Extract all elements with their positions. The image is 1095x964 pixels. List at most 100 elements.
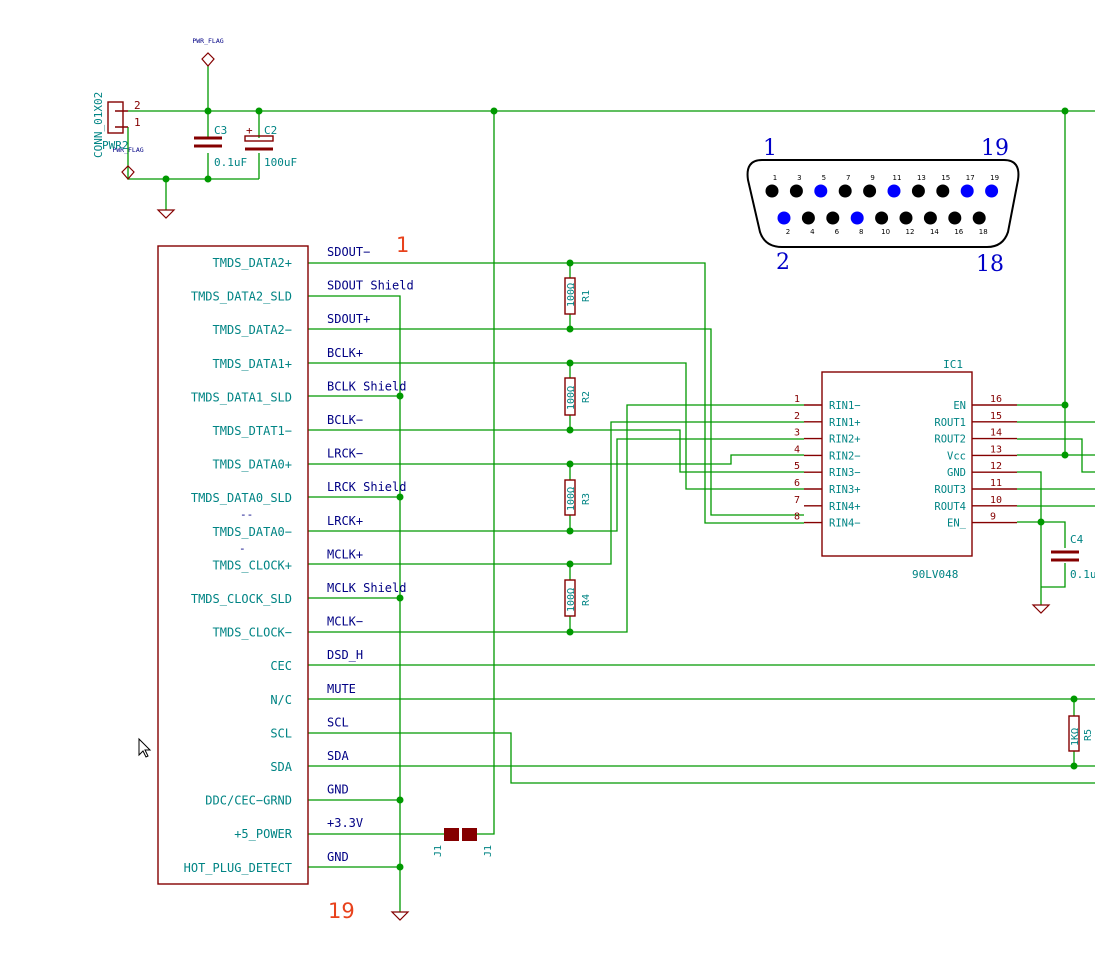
ic1-body [821, 371, 973, 557]
db-pin-dot [789, 184, 803, 198]
hdmi-pin-name: TMDS_CLOCK_SLD [191, 592, 292, 606]
net-sdout-neg-wire [308, 262, 804, 524]
db-pin-number: 2 [786, 228, 790, 236]
ic1-ref: IC1 [943, 358, 963, 371]
net-scl-wire [308, 732, 1095, 784]
ic1-pin-name: EN_ [947, 518, 967, 530]
ic1-pin-name: ROUT1 [934, 417, 966, 429]
shield-bus-wire [308, 295, 401, 868]
resistor-r3-value: 100Ω [566, 487, 577, 511]
hdmi-net-label: BCLK Shield [327, 379, 406, 393]
capacitor-c3: C3 0.1uF [194, 124, 247, 169]
resistor-r4-body [564, 579, 576, 617]
hdmi-pin-name: TMDS_DATA1+ [213, 357, 292, 371]
db-pin-dot [936, 184, 950, 198]
ic1-pin-number: 2 [794, 411, 800, 422]
hdmi-net-label: SDOUT Shield [327, 279, 414, 293]
junction-dot [1070, 762, 1078, 770]
capacitor-c2-plus: + [246, 124, 253, 137]
power-feed-wire [477, 111, 495, 835]
hdmi-net-label: SCL [327, 715, 349, 729]
db-pin-dot [765, 184, 779, 198]
junction-dot [566, 426, 574, 434]
capacitor-c4-plates [1051, 550, 1079, 562]
hdmi-net-label: MUTE [327, 682, 356, 696]
ic1-pin-number: 9 [990, 512, 996, 523]
db-pin-dot [911, 184, 925, 198]
ic1-pin-name: ROUT3 [934, 484, 966, 496]
jumper-pad-left [444, 828, 459, 841]
db-connector-shell [746, 159, 1020, 248]
ic1-pin-number: 7 [794, 495, 800, 506]
db-pin-dot [887, 184, 901, 198]
capacitor-c2-plate-top [244, 135, 274, 142]
db-pin-number: 4 [810, 228, 815, 236]
ground-icon [1031, 604, 1051, 614]
pwr-flag-diamond-icon [201, 52, 215, 67]
ic1-pin-name: RIN2− [829, 450, 861, 462]
jumper-ref-a: J1 [433, 845, 444, 857]
db-pin-dot [948, 211, 962, 225]
ic1-pin-number: 15 [990, 411, 1002, 422]
hdmi-net-label: SDA [327, 749, 349, 763]
db-pin-label-bottom-left: 2 [776, 250, 790, 275]
resistor-r2: 100Ω R2 [564, 377, 592, 416]
ic1-pin-number: 6 [794, 478, 800, 489]
resistor-r4: 100Ω R4 [564, 579, 592, 617]
hdmi-net-label: SDOUT+ [327, 312, 370, 326]
pwr-flag-label: PWR_FLAG [192, 37, 223, 45]
hdmi-pin-name: N/C [270, 693, 292, 707]
power-connector-ref: CONN_01X02 [92, 92, 105, 158]
hdmi-pin-name: +5_POWER [234, 827, 293, 841]
junction-dot [566, 560, 574, 568]
resistor-r1-body [564, 277, 576, 315]
ic1-pin-name: EN [953, 400, 966, 412]
ic1-pin-name: ROUT4 [934, 501, 966, 513]
capacitor-c4-value: 0.1u [1070, 568, 1095, 581]
junction-dot [396, 796, 404, 804]
ground-icon [156, 209, 176, 219]
capacitor-c3-plates [194, 136, 222, 148]
junction-dot [396, 392, 404, 400]
ic1-component: IC1 90LV048 1RIN1−2RIN1+3RIN2+4RIN2−5RIN… [794, 358, 1017, 581]
ic1-pin-number: 8 [794, 512, 800, 523]
ic1-pin-name: RIN4+ [829, 501, 861, 513]
junction-dot [204, 175, 212, 183]
hdmi-dash-mark: - [239, 542, 246, 555]
ic1-left-pins: 1RIN1−2RIN1+3RIN2+4RIN2−5RIN3−6RIN3+7RIN… [794, 394, 861, 530]
junction-dot [1061, 107, 1069, 115]
ic1-right-pins: 16EN15ROUT114ROUT213Vcc12GND11ROUT310ROU… [934, 394, 1017, 530]
db-pin-number: 9 [870, 174, 874, 182]
hdmi-net-label: MCLK− [327, 615, 363, 629]
net-gnd2-wire [308, 866, 401, 912]
junction-dot [566, 359, 574, 367]
hdmi-pin-names: TMDS_DATA2+TMDS_DATA2_SLDTMDS_DATA2−TMDS… [184, 256, 293, 875]
resistor-r4-value: 100Ω [566, 588, 577, 612]
hdmi-net-label: LRCK Shield [327, 480, 406, 494]
resistor-r4-ref: R4 [581, 594, 592, 606]
ic1-pin-name: RIN3+ [829, 484, 861, 496]
resistor-r5-value: 1KΩ [1070, 728, 1081, 746]
db-pin-dot [801, 211, 815, 225]
hdmi-net-label: MCLK Shield [327, 581, 406, 595]
db-pin-dot [899, 211, 913, 225]
hdmi-pin-name: HOT_PLUG_DETECT [184, 861, 292, 875]
db-pin-label-top-right: 19 [981, 136, 1009, 161]
capacitor-c4-ref: C4 [1070, 533, 1084, 546]
hdmi-pin-name: CEC [270, 659, 292, 673]
db-pin-number: 1 [773, 174, 777, 182]
hdmi-pin-name: TMDS_CLOCK+ [213, 558, 292, 572]
junction-dot [566, 628, 574, 636]
hdmi-net-label: LRCK+ [327, 514, 363, 528]
hdmi-net-label: +3.3V [327, 816, 363, 830]
db-pin-number: 8 [859, 228, 863, 236]
hdmi-pin-name: TMDS_DATA1_SLD [191, 390, 292, 404]
db-pin-label-bottom-right: 18 [976, 252, 1004, 277]
resistor-r2-ref: R2 [581, 391, 592, 403]
ic1-pin-name: RIN4− [829, 518, 861, 530]
jumper-j1: J1 J1 [433, 828, 494, 857]
db-pin-dot [875, 211, 889, 225]
ic1-pin-name: ROUT2 [934, 434, 966, 446]
ic1-pin-number: 3 [794, 428, 800, 439]
junction-dot [566, 527, 574, 535]
